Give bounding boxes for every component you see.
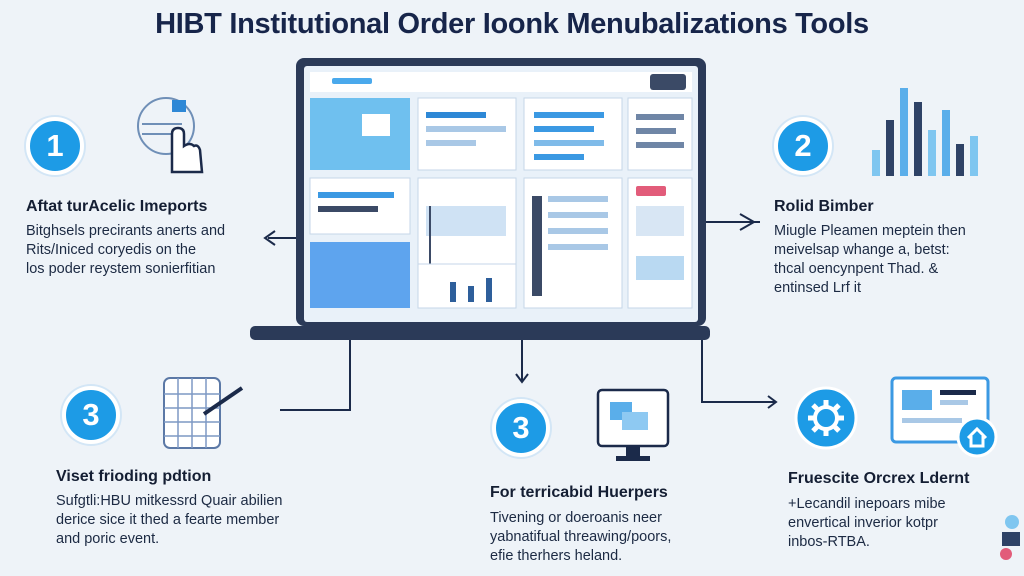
monitor-icon: [596, 388, 670, 461]
bar-chart-icon: [872, 88, 978, 176]
step-5-heading: Fruescite Orcrex Ldernt: [788, 470, 970, 487]
page-title: HIBT Institutional Order Ioonk Menubaliz…: [155, 8, 869, 40]
step-3-heading: Viset frioding pdtion: [56, 468, 212, 485]
step-4-description: Tivening or doeroanis neer yabnatifual t…: [490, 510, 672, 564]
step-2-badge: 2: [774, 117, 832, 175]
step-2-heading: Rolid Bimber: [774, 198, 874, 215]
laptop-dashboard-illustration: [250, 58, 710, 340]
spreadsheet-icon: [163, 377, 244, 449]
step-1-heading: Aftat turAcelic Imeports: [26, 198, 208, 215]
home-icon: [956, 416, 998, 458]
step-2-description: Miugle Pleamen meptein then meivelsap wh…: [774, 223, 966, 296]
connector-step5: [701, 340, 776, 403]
decorative-figure-icon: [1000, 515, 1020, 560]
step-5-description: +Lecandil inepoars mibe envertical inver…: [788, 496, 946, 550]
step-1-description: Bitghsels precirants anerts and Rits/Ini…: [26, 223, 226, 277]
step-3-badge: 3: [62, 386, 120, 444]
step-1-badge: 1: [26, 117, 84, 175]
connector-step3: [280, 340, 351, 411]
hand-pointer-icon: [137, 97, 204, 174]
step-4-badge: 3: [492, 399, 550, 457]
gear-icon: [794, 386, 858, 450]
step-3-description: Sufgtli:HBU mitkessrd Quair abilien deri…: [56, 493, 283, 547]
step-4-heading: For terricabid Huerpers: [490, 484, 668, 501]
